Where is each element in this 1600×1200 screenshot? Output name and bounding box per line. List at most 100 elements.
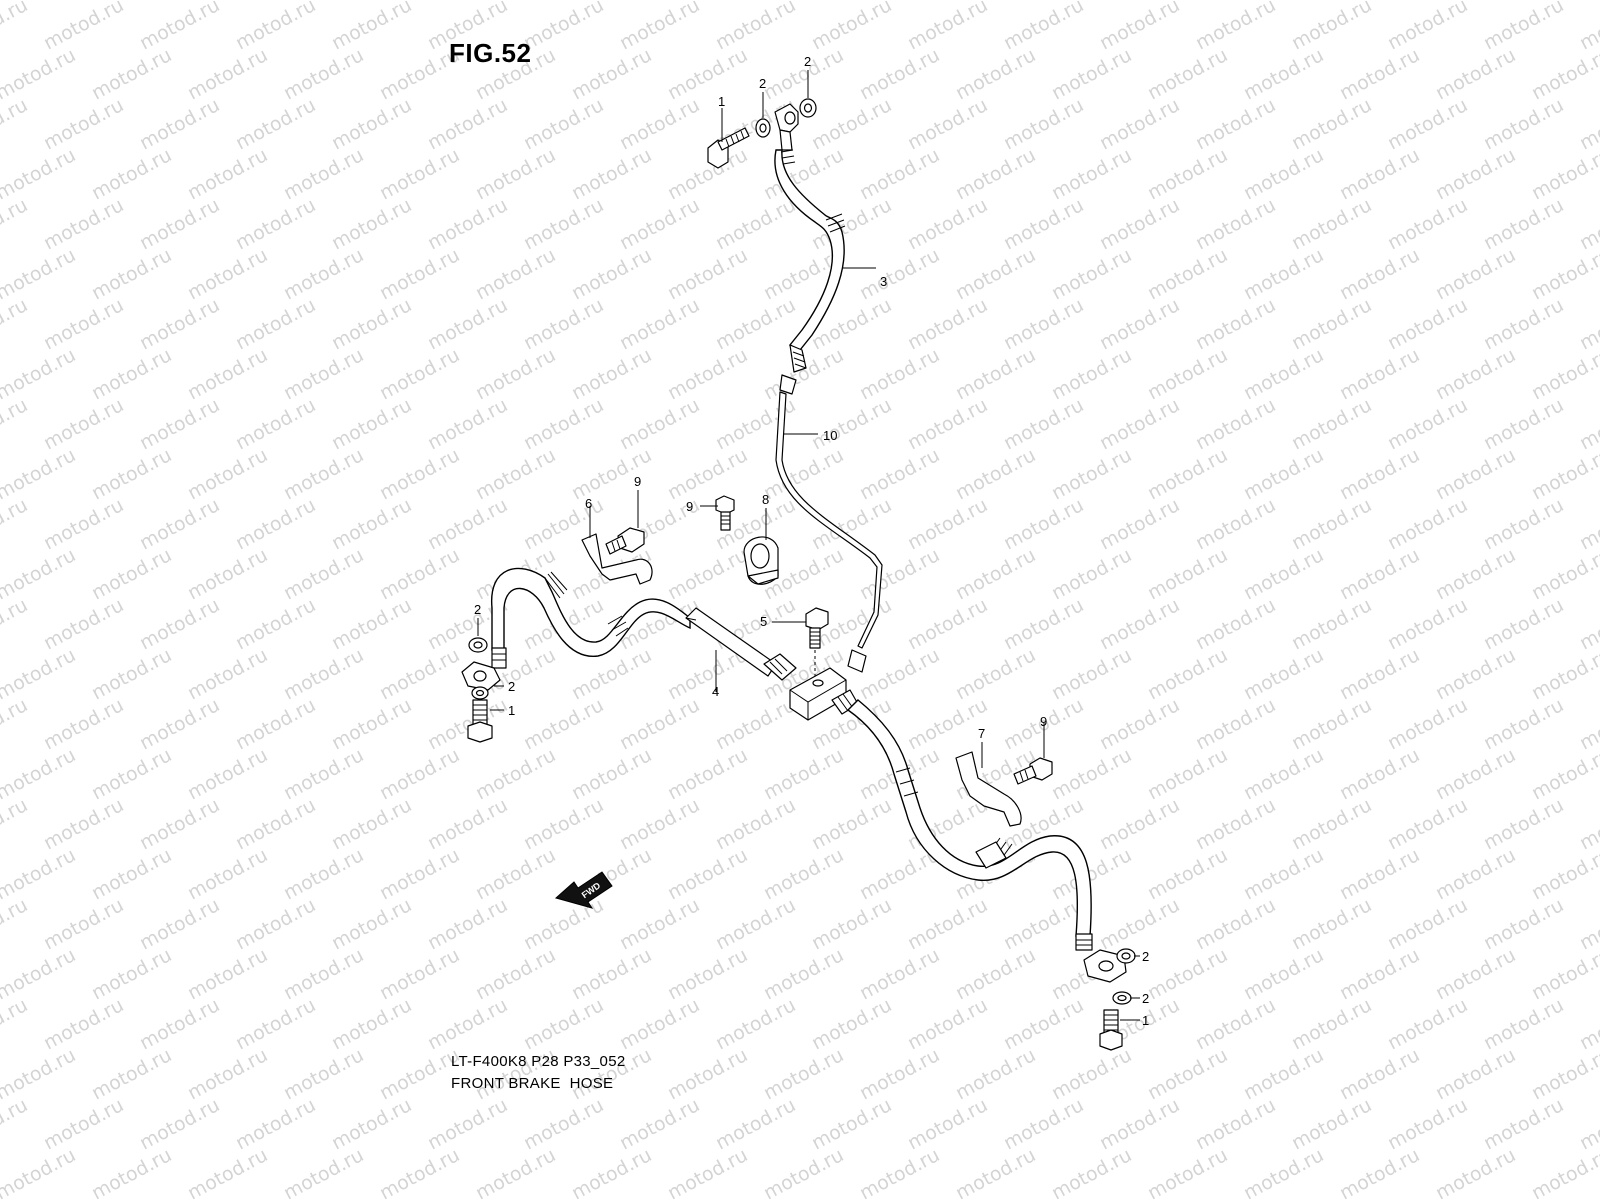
watermark-text: motod.ru (0, 744, 79, 804)
callout-2-right-b: 2 (1142, 991, 1149, 1006)
watermark-text: motod.ru (0, 394, 31, 454)
hose-clamp-6 (581, 533, 653, 585)
watermark-text: motod.ru (1336, 344, 1423, 404)
watermark-text: motod.ru (760, 1144, 847, 1200)
watermark-text: motod.ru (1432, 244, 1519, 304)
callout-9-right: 9 (1040, 714, 1047, 729)
watermark-text: motod.ru (664, 244, 751, 304)
watermark-text: motod.ru (1576, 0, 1600, 54)
watermark-text: motod.ru (1240, 844, 1327, 904)
watermark-text: motod.ru (1048, 544, 1135, 604)
watermark-text: motod.ru (376, 1144, 463, 1200)
watermark-text: motod.ru (1240, 444, 1327, 504)
watermark-text: motod.ru (1192, 194, 1279, 254)
watermark-text: motod.ru (1336, 1144, 1423, 1200)
watermark-text: motod.ru (280, 344, 367, 404)
watermark-text: motod.ru (712, 894, 799, 954)
watermark-text: motod.ru (472, 944, 559, 1004)
watermark-text: motod.ru (0, 544, 79, 604)
watermark-text: motod.ru (328, 894, 415, 954)
watermark-text: motod.ru (232, 594, 319, 654)
watermark-text: motod.ru (1432, 844, 1519, 904)
watermark-text: motod.ru (0, 0, 31, 54)
watermark-text: motod.ru (328, 794, 415, 854)
watermark-text: motod.ru (1576, 394, 1600, 454)
watermark-text: motod.ru (712, 0, 799, 54)
watermark-text: motod.ru (184, 1044, 271, 1104)
hose-clamp-7 (955, 751, 1022, 827)
brake-pipe-10 (775, 391, 883, 649)
watermark-text: motod.ru (1144, 144, 1231, 204)
watermark-text: motod.ru (280, 1044, 367, 1104)
watermark-text: motod.ru (376, 944, 463, 1004)
watermark-text: motod.ru (1048, 744, 1135, 804)
watermark-text: motod.ru (1384, 1094, 1471, 1154)
watermark-text: motod.ru (1288, 594, 1375, 654)
hose-4-joint-fitting (763, 653, 797, 681)
watermark-text: motod.ru (424, 1094, 511, 1154)
watermark-text: motod.ru (136, 794, 223, 854)
watermark-text: motod.ru (424, 894, 511, 954)
watermark-text: motod.ru (232, 894, 319, 954)
watermark-text: motod.ru (376, 844, 463, 904)
watermark-text: motod.ru (1288, 894, 1375, 954)
watermark-text: motod.ru (232, 794, 319, 854)
callout-5: 5 (760, 614, 767, 629)
watermark-text: motod.ru (88, 544, 175, 604)
watermark-text: motod.ru (40, 494, 127, 554)
watermark-text: motod.ru (904, 394, 991, 454)
watermark-text: motod.ru (952, 544, 1039, 604)
watermark-text: motod.ru (856, 344, 943, 404)
watermark-text: motod.ru (328, 594, 415, 654)
watermark-text: motod.ru (1144, 344, 1231, 404)
watermark-text: motod.ru (1384, 494, 1471, 554)
watermark-text: motod.ru (1576, 794, 1600, 854)
watermark-text: motod.ru (40, 594, 127, 654)
watermark-text: motod.ru (520, 294, 607, 354)
watermark-text: motod.ru (184, 144, 271, 204)
watermark-text: motod.ru (1096, 794, 1183, 854)
watermark-text: motod.ru (88, 644, 175, 704)
watermark-text: motod.ru (1384, 694, 1471, 754)
watermark-text: motod.ru (1048, 344, 1135, 404)
watermark-text: motod.ru (1192, 594, 1279, 654)
watermark-text: motod.ru (808, 0, 895, 54)
watermark-text: motod.ru (424, 294, 511, 354)
watermark-text: motod.ru (904, 1094, 991, 1154)
watermark-text: motod.ru (0, 644, 79, 704)
watermark-text: motod.ru (1000, 494, 1087, 554)
washer-right-upper-hole (1121, 952, 1131, 960)
hose-clamp-8 (743, 536, 779, 585)
watermark-text: motod.ru (1576, 594, 1600, 654)
figure-name: FRONT BRAKE HOSE (451, 1075, 614, 1092)
watermark-text: motod.ru (184, 444, 271, 504)
watermark-text: motod.ru (1576, 894, 1600, 954)
watermark-text: motod.ru (1048, 444, 1135, 504)
watermark-text: motod.ru (1384, 0, 1471, 54)
watermark-text: motod.ru (1048, 1144, 1135, 1200)
callout-3: 3 (880, 274, 887, 289)
watermark-text: motod.ru (472, 444, 559, 504)
watermark-text: motod.ru (376, 244, 463, 304)
watermark-text: motod.ru (328, 294, 415, 354)
callout-1-top: 1 (718, 94, 725, 109)
watermark-text: motod.ru (88, 1044, 175, 1104)
watermark-text: motod.ru (1288, 1094, 1375, 1154)
fwd-arrow-icon: FWD (554, 871, 613, 909)
watermark-text: motod.ru (520, 994, 607, 1054)
watermark-text: motod.ru (328, 0, 415, 54)
watermark-text: motod.ru (184, 544, 271, 604)
watermark-text: motod.ru (1480, 1094, 1567, 1154)
watermark-text: motod.ru (280, 544, 367, 604)
watermark-text: motod.ru (232, 694, 319, 754)
watermark-text: motod.ru (1336, 944, 1423, 1004)
watermark-text: motod.ru (1384, 194, 1471, 254)
callout-1-left: 1 (508, 703, 515, 718)
brake-hose-4-left (491, 567, 691, 657)
watermark-text: motod.ru (952, 244, 1039, 304)
watermark-text: motod.ru (1000, 1094, 1087, 1154)
watermark-text: motod.ru (1288, 194, 1375, 254)
watermark-text: motod.ru (1480, 694, 1567, 754)
watermark-text: motod.ru (904, 994, 991, 1054)
watermark-text: motod.ru (1000, 94, 1087, 154)
